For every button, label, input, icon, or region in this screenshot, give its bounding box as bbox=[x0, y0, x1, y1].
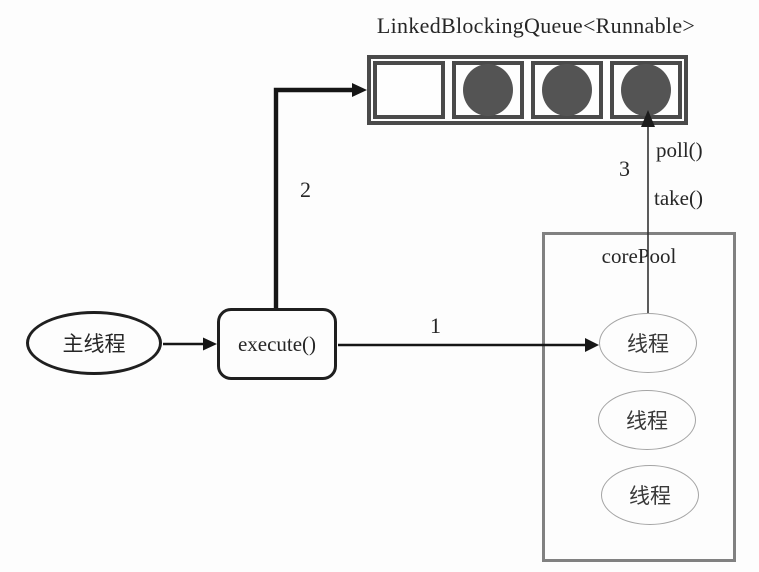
arrow-main-to-execute bbox=[163, 337, 217, 351]
main-thread-ellipse: 主线程 bbox=[26, 311, 162, 375]
queue-cell bbox=[531, 61, 603, 119]
queue-cell bbox=[373, 61, 445, 119]
take-label: take() bbox=[654, 186, 703, 210]
task-circle bbox=[542, 64, 592, 116]
queue-cell bbox=[610, 61, 682, 119]
queue-cell bbox=[452, 61, 524, 119]
poll-label: poll() bbox=[656, 138, 703, 162]
thread-ellipse: 线程 bbox=[601, 465, 699, 525]
blocking-queue bbox=[367, 55, 688, 125]
core-pool-title: corePool bbox=[601, 244, 677, 268]
queue-title: LinkedBlockingQueue<Runnable> bbox=[376, 13, 696, 38]
task-circle bbox=[621, 64, 671, 116]
thread-ellipse: 线程 bbox=[599, 313, 697, 373]
execute-box: execute() bbox=[217, 308, 337, 380]
step-2-label: 2 bbox=[300, 177, 311, 202]
thread-ellipse: 线程 bbox=[598, 390, 696, 450]
step-3-label: 3 bbox=[619, 156, 630, 181]
step-1-label: 1 bbox=[430, 313, 441, 338]
task-circle bbox=[463, 64, 513, 116]
arrow-execute-to-queue bbox=[273, 83, 367, 308]
